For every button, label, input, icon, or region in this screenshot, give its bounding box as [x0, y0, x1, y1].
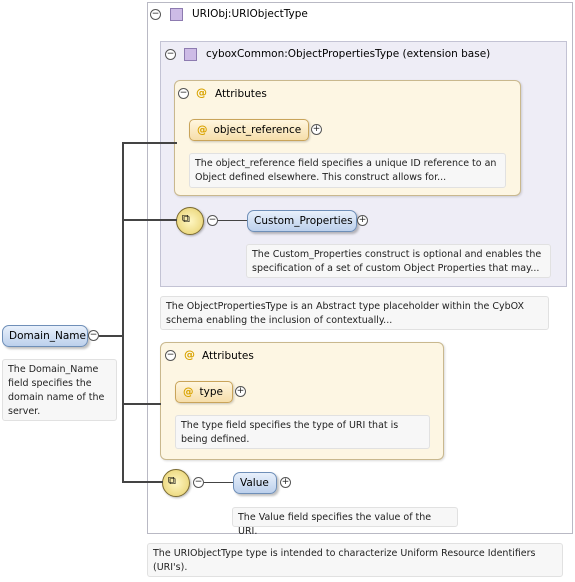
sequence-collapse-icon[interactable]: −: [207, 215, 218, 226]
value-expand-icon[interactable]: +: [280, 477, 291, 488]
connector-line: [122, 142, 177, 144]
attribute-icon: @: [183, 386, 194, 398]
value-sequence-collapse-icon[interactable]: −: [193, 477, 204, 488]
connector-line: [122, 142, 124, 483]
value-sequence-compositor-icon[interactable]: [162, 469, 190, 497]
extension-name: cyboxCommon:ObjectPropertiesType (extens…: [206, 48, 491, 60]
sequence-compositor-icon[interactable]: [176, 207, 204, 235]
complex-type-icon: [170, 8, 183, 21]
domain-name-element[interactable]: Domain_Name: [2, 325, 88, 347]
type-doc: The URIObjectType type is intended to ch…: [147, 543, 563, 577]
domain-name-doc: The Domain_Name field specifies the doma…: [2, 359, 117, 421]
sequence-glyph-icon: ⧉: [182, 212, 190, 225]
type-attribute-label: type: [199, 386, 223, 398]
type-attributes-collapse-icon[interactable]: −: [165, 350, 176, 361]
extension-collapse-icon[interactable]: −: [165, 49, 176, 60]
type-attribute[interactable]: @ type: [175, 381, 233, 403]
connector-line: [99, 335, 123, 337]
extension-doc: The ObjectPropertiesType is an Abstract …: [160, 296, 549, 330]
object-reference-doc: The object_reference field specifies a u…: [189, 153, 506, 188]
extension-type-icon: [184, 48, 197, 61]
connector-line: [122, 481, 163, 483]
custom-properties-expand-icon[interactable]: +: [357, 215, 368, 226]
type-attribute-expand-icon[interactable]: +: [235, 386, 246, 397]
connector-line: [204, 482, 234, 483]
connector-line: [218, 220, 248, 221]
connector-line: [122, 403, 161, 405]
value-doc: The Value field specifies the value of t…: [232, 507, 458, 537]
sequence-glyph-icon: ⧉: [168, 474, 176, 487]
custom-properties-element[interactable]: Custom_Properties: [247, 210, 357, 232]
extension-attributes-collapse-icon[interactable]: −: [178, 88, 189, 99]
domain-name-collapse-icon[interactable]: −: [88, 330, 99, 341]
attributes-icon: @: [184, 348, 195, 361]
object-reference-attribute[interactable]: @ object_reference: [189, 119, 309, 141]
connector-line: [122, 219, 177, 221]
type-collapse-icon[interactable]: −: [150, 9, 161, 20]
extension-attributes-label: Attributes: [215, 88, 267, 100]
object-reference-label: object_reference: [213, 124, 302, 136]
attributes-icon: @: [196, 86, 207, 99]
value-element[interactable]: Value: [233, 472, 277, 494]
attribute-icon: @: [197, 124, 208, 136]
type-attribute-doc: The type field specifies the type of URI…: [175, 415, 430, 449]
type-attributes-label: Attributes: [202, 350, 254, 362]
type-name: URIObj:URIObjectType: [192, 8, 308, 20]
custom-properties-doc: The Custom_Properties construct is optio…: [246, 244, 551, 278]
object-reference-expand-icon[interactable]: +: [311, 124, 322, 135]
